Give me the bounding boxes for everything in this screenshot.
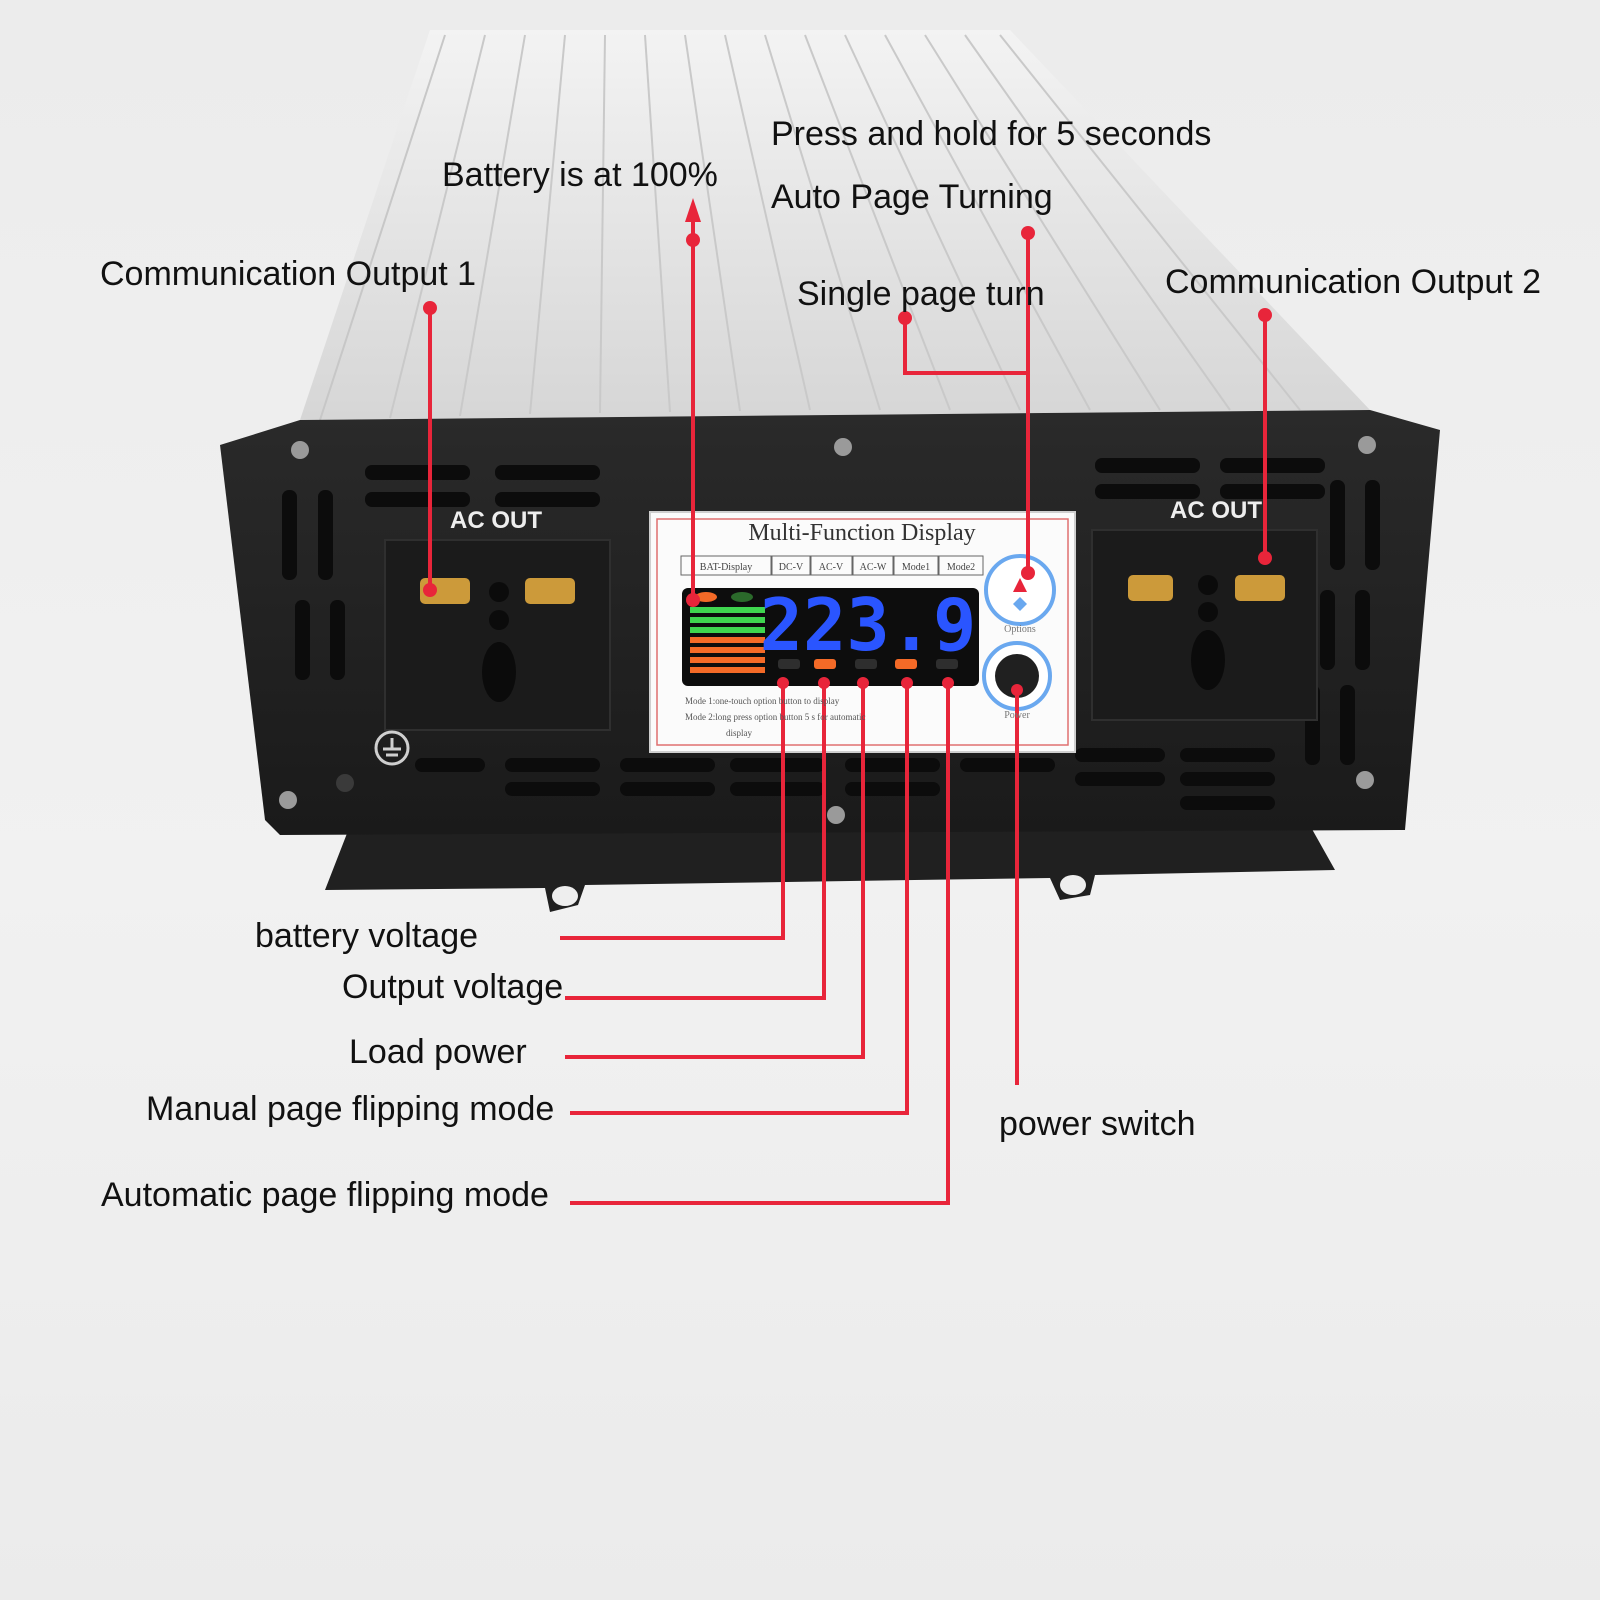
load-power-label: Load power — [349, 1033, 527, 1071]
power-switch-label: power switch — [999, 1105, 1196, 1143]
callout-dots — [423, 226, 1272, 696]
mode-note-1: Mode 1:one-touch option button to displa… — [685, 696, 840, 706]
left-ac-socket — [374, 539, 611, 766]
panel-tab-dcv: DC-V — [779, 562, 804, 573]
auto-page-turning-label: Auto Page Turning — [771, 178, 1053, 216]
comm-output-2-label: Communication Output 2 — [1165, 263, 1542, 301]
callout-lines — [428, 215, 1267, 1205]
press-hold-label: Press and hold for 5 seconds — [771, 115, 1212, 153]
comm-output-1-label: Communication Output 1 — [100, 255, 477, 293]
panel-title: Multi-Function Display — [748, 520, 975, 546]
panel-tab-acw: AC-W — [860, 562, 887, 573]
power-button-label: Power — [1004, 710, 1030, 721]
single-page-turn-label: Single page turn — [797, 275, 1045, 313]
mode-note-3: display — [726, 728, 752, 738]
auto-mode-label: Automatic page flipping mode — [101, 1176, 549, 1214]
mode-note-2: Mode 2:long press option button 5 s for … — [685, 712, 865, 722]
right-ac-socket — [1091, 529, 1318, 721]
battery-arrow-tip — [685, 198, 701, 222]
battery-full-label: Battery is at 100% — [442, 156, 718, 194]
manual-mode-label: Manual page flipping mode — [146, 1090, 555, 1128]
left-socket-label: AC OUT — [450, 507, 542, 534]
heat-sink-fins — [300, 30, 1370, 421]
lcd-reading: 223.9 — [760, 583, 977, 667]
panel-tab-bat: BAT-Display — [700, 562, 752, 573]
vent-slots — [282, 458, 1380, 810]
options-button-label: Options — [1004, 624, 1036, 635]
right-socket-label: AC OUT — [1170, 497, 1262, 524]
output-voltage-label: Output voltage — [342, 968, 564, 1006]
panel-tab-mode2: Mode2 — [947, 562, 975, 573]
battery-voltage-label: battery voltage — [255, 917, 479, 955]
panel-tab-mode1: Mode1 — [902, 562, 930, 573]
panel-tab-acv: AC-V — [819, 562, 844, 573]
